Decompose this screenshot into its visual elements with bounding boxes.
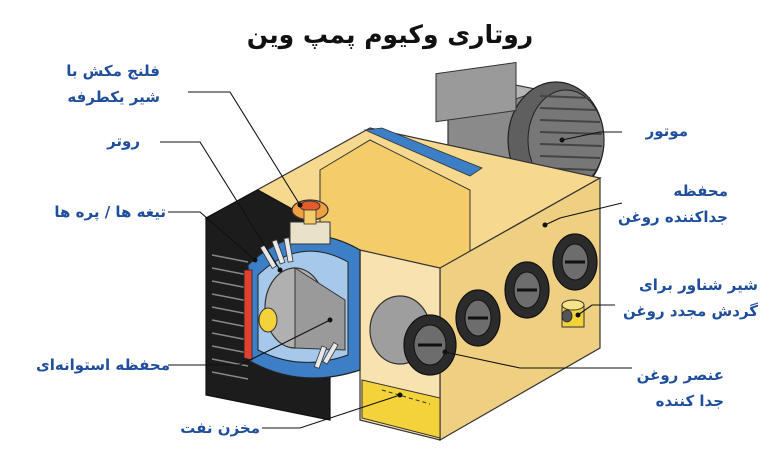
leader-lines (160, 91, 632, 429)
label-cylinder-housing: محفظه استوانه‌ای (35, 356, 170, 374)
label-blades: تیغه ها / پره ها (54, 203, 166, 221)
label-separator-housing: محفظه جداکننده روغن (618, 178, 728, 230)
leader-dots (252, 137, 581, 398)
label-suction-flange-line2: شیر یکطرفه (67, 88, 160, 106)
label-suction-flange-line1: فلنج مکش با (66, 62, 160, 80)
separator-elements (369, 233, 598, 376)
label-rotor: روتر (107, 132, 140, 150)
float-valve (561, 299, 585, 328)
label-separator-element: عنصر روغن جدا کننده (637, 362, 724, 414)
label-oil-tank: مخزن نفت (180, 419, 260, 437)
diagram-title: روتاری وکیوم پمپ وین (246, 20, 534, 49)
label-separator-housing-line2: جداکننده روغن (617, 208, 728, 226)
vane-blades (259, 237, 339, 369)
label-float-valve-line2: گردش مجدد روغن (622, 302, 758, 320)
label-float-valve: شیر شناور برای گردش مجدد روغن (623, 272, 758, 324)
label-separator-housing-line1: محفظه (673, 182, 728, 200)
oil-tank (361, 379, 441, 439)
suction-flange (289, 199, 331, 245)
label-motor: موتور (645, 122, 688, 140)
label-separator-element-line2: جدا کننده (655, 392, 724, 410)
label-float-valve-line1: شیر شناور برای (639, 276, 758, 294)
label-separator-element-line1: عنصر روغن (636, 366, 724, 384)
label-suction-flange: فلنج مکش با شیر یکطرفه (66, 58, 160, 110)
